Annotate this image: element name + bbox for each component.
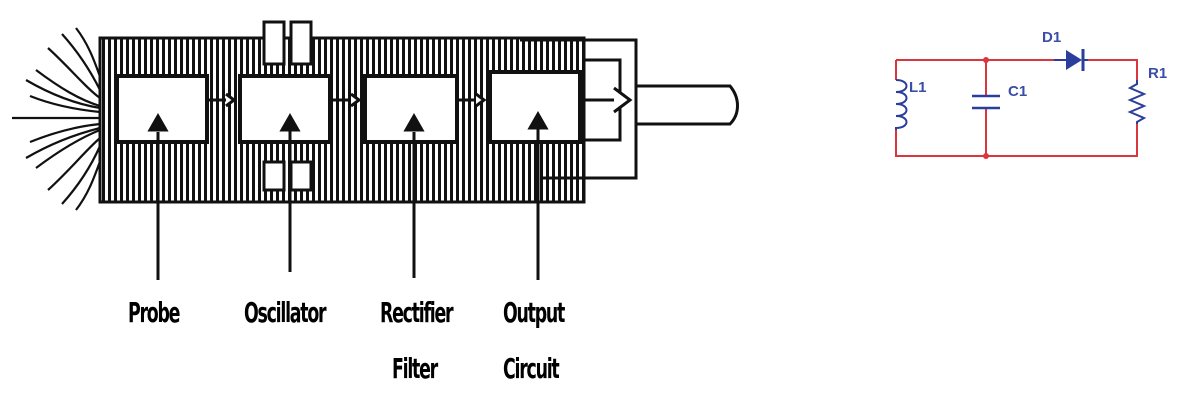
- output-cable: [634, 84, 739, 126]
- rectifier-label-line1: Rectifier: [380, 296, 454, 329]
- capacitor-label: C1: [1008, 83, 1028, 100]
- output-block: [488, 70, 582, 144]
- oscillator-label: Oscillator: [244, 296, 327, 329]
- capacitor-symbol: [972, 94, 1000, 110]
- inductor-symbol: [895, 79, 908, 130]
- label-leaders: [147, 110, 549, 280]
- diode-symbol: [1054, 49, 1088, 71]
- output-label-line1: Output: [503, 296, 565, 329]
- junction-top: [983, 57, 989, 63]
- resistor-label: R1: [1148, 65, 1168, 82]
- inductor-label: L1: [909, 79, 927, 96]
- circuit-wires: [895, 59, 1138, 157]
- resistor-symbol: [1127, 80, 1147, 124]
- probe-wires: [12, 27, 104, 211]
- flow-arrows: [207, 86, 633, 114]
- junction-bottom: [983, 153, 989, 159]
- oscillator-tabs: [262, 20, 313, 192]
- diode-label: D1: [1042, 29, 1062, 46]
- probe-label: Probe: [128, 296, 180, 329]
- output-label-line2: Circuit: [503, 352, 560, 385]
- rectifier-label-line2: Filter: [392, 352, 438, 385]
